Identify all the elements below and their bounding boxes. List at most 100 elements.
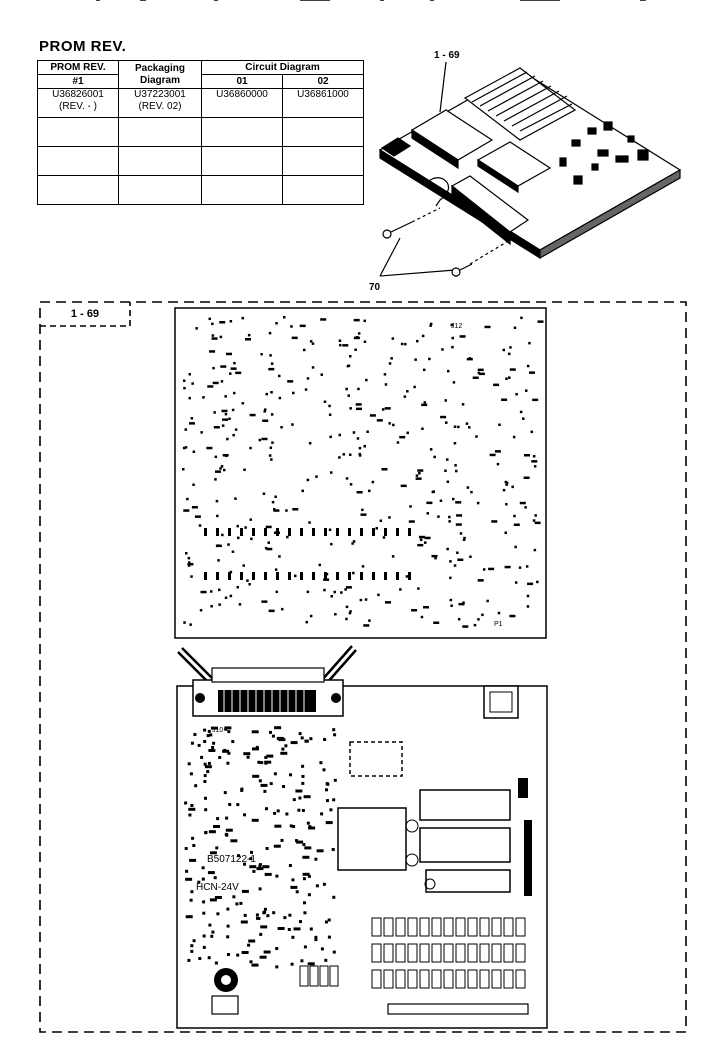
component-pad	[231, 740, 235, 743]
solder-pad	[406, 390, 409, 393]
components-right	[559, 121, 649, 185]
solder-pad	[356, 437, 360, 440]
solder-pad	[423, 368, 426, 372]
solder-pad	[200, 590, 207, 594]
component-pad	[276, 736, 284, 740]
resistor	[443, 943, 454, 963]
component-pad	[301, 781, 305, 785]
solder-pad	[250, 537, 253, 541]
solder-pad	[275, 322, 278, 325]
solder-pad	[270, 391, 273, 394]
solder-pad	[384, 383, 388, 386]
solder-pad	[450, 604, 453, 607]
resistor	[455, 917, 466, 937]
solder-pad	[229, 372, 232, 375]
component-pad	[266, 754, 274, 758]
component-pad	[188, 807, 196, 811]
component-pad	[290, 741, 298, 745]
component-pad	[289, 773, 292, 777]
screw-icon	[451, 263, 473, 277]
solder-pad	[299, 324, 306, 328]
resistor	[407, 917, 418, 937]
solder-pad	[453, 442, 457, 445]
component-pad	[208, 923, 212, 927]
resistor	[467, 917, 478, 937]
solder-pad	[372, 528, 375, 536]
component-pad	[256, 916, 259, 920]
component-pad	[252, 774, 260, 778]
solder-pad	[188, 373, 191, 376]
solder-pad	[528, 341, 531, 345]
solder-pad	[269, 446, 273, 449]
solder-pad	[452, 497, 455, 501]
solder-pad	[194, 515, 201, 518]
solder-pad	[533, 465, 537, 468]
solder-pad	[420, 615, 424, 619]
component-pad	[269, 782, 273, 786]
component-pad	[260, 783, 268, 787]
component-pad	[223, 748, 227, 752]
leader-line	[379, 237, 401, 277]
component-pad	[301, 774, 305, 778]
solder-pad	[494, 450, 501, 453]
solder-pad	[241, 402, 245, 405]
solder-pad	[411, 609, 418, 612]
solder-pad	[231, 408, 235, 412]
solder-pad	[457, 618, 461, 621]
solder-pad	[300, 572, 303, 580]
header-label-j12: J12	[451, 323, 462, 330]
solder-pad	[358, 446, 362, 450]
component-pad	[216, 912, 220, 916]
component-pad	[284, 744, 288, 748]
component-pad	[276, 809, 280, 813]
solder-pad	[240, 528, 243, 536]
solder-pad	[274, 495, 277, 498]
solder-pad	[270, 458, 273, 461]
solder-pad	[368, 489, 371, 493]
cell-prom-line2: (REV. - )	[59, 101, 97, 112]
solder-pad	[508, 352, 511, 356]
component-pad	[247, 943, 251, 947]
solder-pad	[265, 525, 272, 529]
solder-pad	[211, 322, 214, 326]
solder-pad	[216, 544, 220, 547]
solder-pad	[449, 598, 453, 602]
solder-pad	[242, 564, 245, 567]
component-pad	[280, 838, 284, 842]
component-pad	[285, 812, 289, 816]
header-label-j10: J10	[212, 727, 223, 734]
solder-pad	[522, 417, 525, 420]
solder-pad	[444, 469, 447, 472]
solder-pad	[534, 514, 537, 517]
component-pad	[236, 803, 240, 807]
solder-pad	[268, 454, 272, 457]
component-pad	[329, 808, 333, 812]
solder-pad	[200, 431, 203, 434]
solder-pad	[462, 538, 466, 541]
solder-pad	[392, 423, 395, 427]
component-pad	[265, 847, 269, 850]
component-pad	[224, 726, 232, 730]
solder-pad	[207, 385, 214, 388]
callout-screws: 70	[369, 282, 381, 293]
solder-pad	[345, 605, 349, 609]
component-pad	[323, 738, 327, 741]
solder-pad	[526, 364, 530, 368]
frame-callout: 1 - 69	[70, 308, 100, 320]
component-pad	[332, 895, 336, 899]
component-pad	[223, 791, 227, 795]
edge-connector	[387, 1003, 529, 1015]
solder-pad	[233, 361, 236, 365]
empty-row	[37, 117, 364, 147]
solder-pad	[261, 600, 268, 603]
resistor	[419, 917, 430, 937]
solder-pad	[264, 546, 268, 550]
solder-pad	[264, 572, 267, 580]
solder-pad	[311, 366, 315, 369]
resistor	[491, 917, 502, 937]
solder-pad	[338, 456, 341, 459]
component-pad	[214, 961, 218, 965]
solder-pad	[303, 348, 306, 352]
solder-pad	[351, 542, 354, 545]
solder-pad	[524, 506, 527, 509]
